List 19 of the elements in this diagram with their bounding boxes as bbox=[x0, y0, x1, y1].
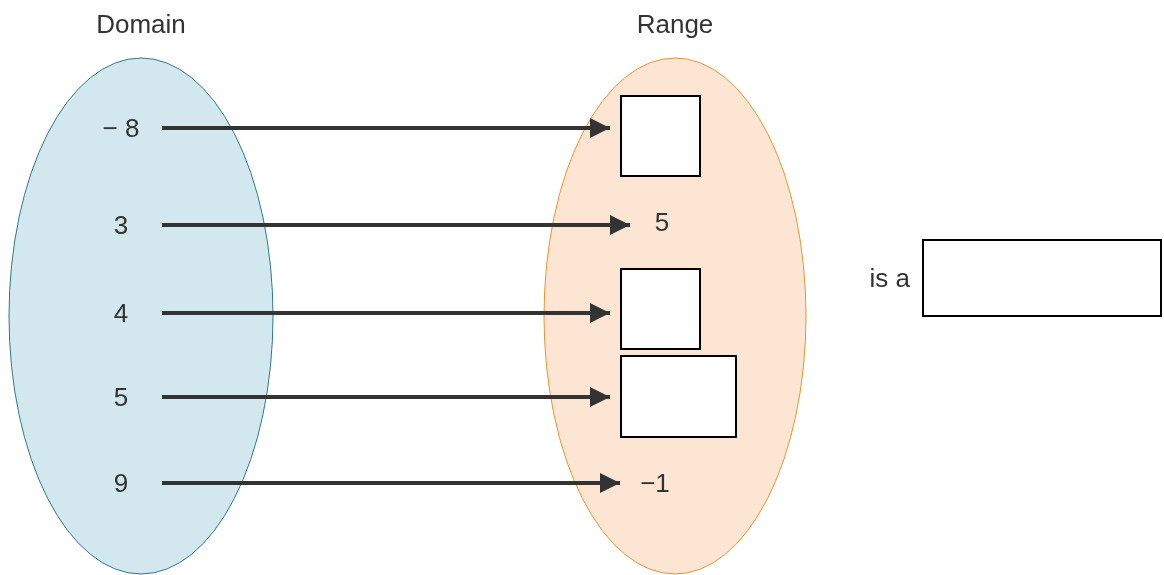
number-label: 4 bbox=[96, 298, 146, 328]
arrow bbox=[162, 118, 610, 138]
set-heading: Domain bbox=[95, 9, 187, 39]
blank-box bbox=[620, 268, 701, 350]
arrow bbox=[162, 473, 620, 493]
arrow bbox=[162, 303, 610, 323]
side-text: is a bbox=[869, 263, 910, 293]
arrow bbox=[162, 215, 630, 235]
blank-box bbox=[620, 95, 701, 177]
number-label: 5 bbox=[96, 382, 146, 412]
number-label: 3 bbox=[96, 210, 146, 240]
blank-box bbox=[620, 355, 737, 438]
number-label: −1 bbox=[630, 468, 680, 498]
number-label: 9 bbox=[96, 468, 146, 498]
arrow bbox=[162, 387, 610, 407]
set-heading: Range bbox=[635, 9, 715, 39]
number-label: 5 bbox=[640, 207, 684, 237]
number-label: − 8 bbox=[96, 113, 146, 143]
answer-box bbox=[922, 239, 1162, 317]
